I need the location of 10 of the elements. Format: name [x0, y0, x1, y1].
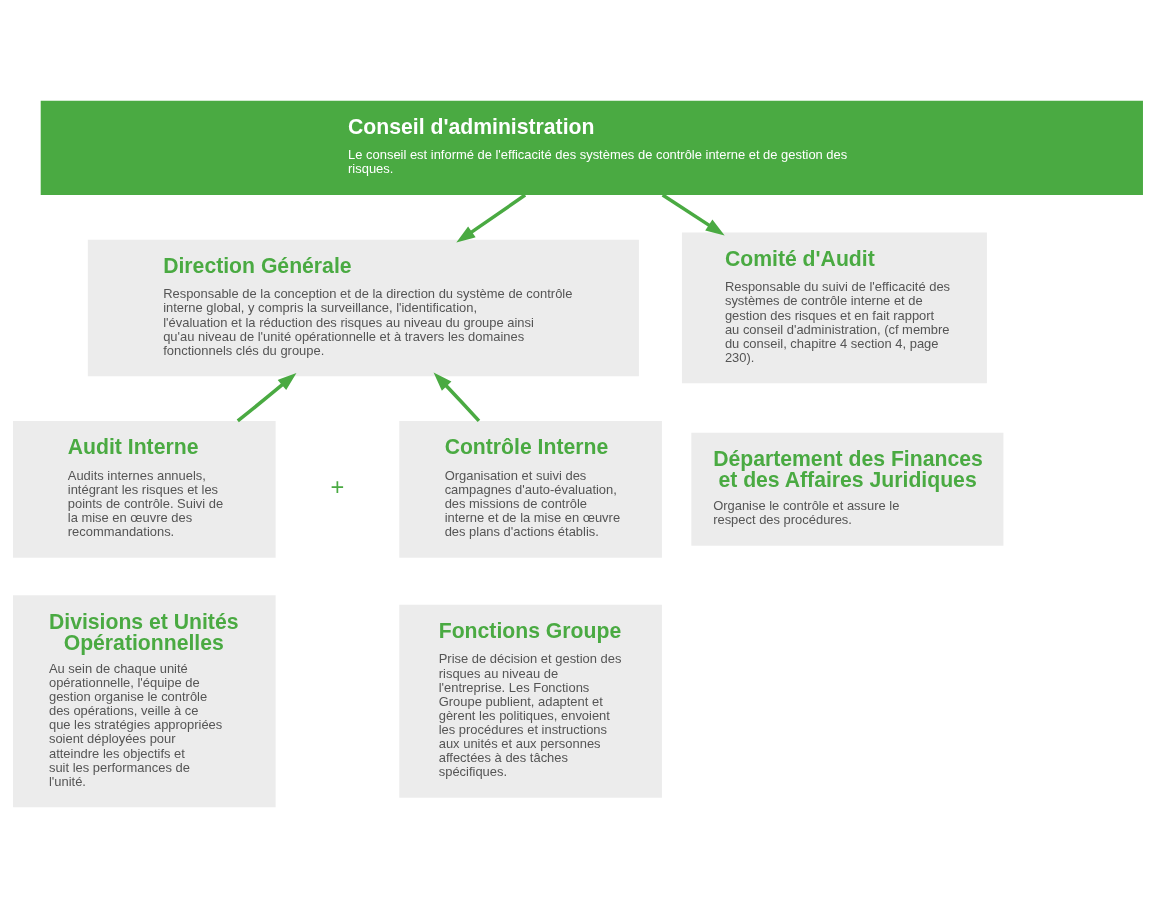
node-box: Comité d'Audit Responsable du suivi de l'efficacité des systèmes de contrôle interne et de gestion des risques et en fait rapport au conseil d'administration, (cf membre du conseil, chapitre 4 section 4, page 230).	[681, 232, 987, 384]
label: +	[330, 474, 345, 501]
node-box: Direction Générale Responsable de la conception et de la direction du système de contrôle interne global, y compris la surveillance, l'identification, l'évaluation et la réduction des risques au niveau du groupe ainsi qu'au niveau de l'unité opérationnelle et à travers les domaines fonctionnels clés du groupe.	[87, 239, 639, 377]
arrow	[236, 372, 297, 423]
arrow	[661, 193, 725, 236]
node-box: Audit Interne Audits internes annuels, intégrant les risques et les points de contrôle. Suivi de la mise en œuvre des recommandations.	[13, 421, 276, 558]
arrow	[456, 193, 527, 243]
node-box: Conseil d'administration Le conseil est informé de l'efficacité des systèmes de contrôle interne et de gestion des risques.	[40, 100, 1143, 195]
node-box: Contrôle Interne Organisation et suivi des campagnes d'auto-évaluation, des missions de contrôle interne et de la mise en œuvre des plans d'actions établis.	[399, 421, 662, 558]
arrow	[433, 372, 481, 423]
